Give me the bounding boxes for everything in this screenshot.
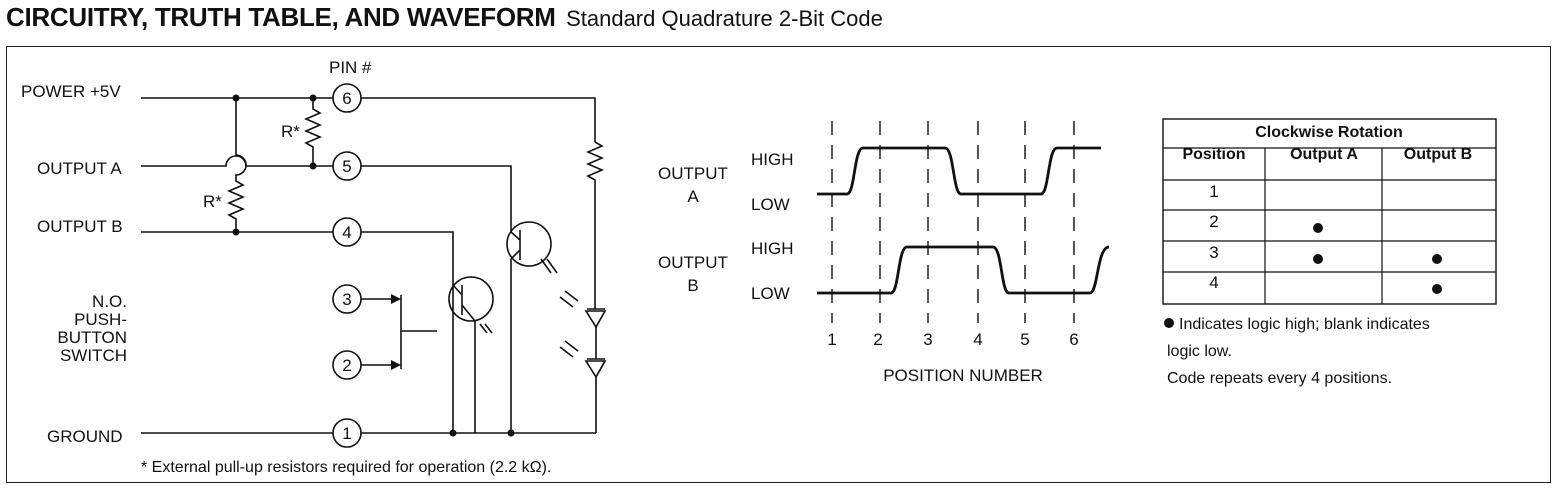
heading: CIRCUITRY, TRUTH TABLE, AND WAVEFORM Sta… xyxy=(6,2,883,38)
logic-high-dot-icon xyxy=(1313,223,1323,233)
logic-high-dot-icon xyxy=(1313,254,1323,264)
table-header-position: Position xyxy=(1182,146,1245,163)
logic-high-dot-icon xyxy=(1432,284,1442,294)
svg-text:3: 3 xyxy=(342,290,351,309)
led-icon xyxy=(584,310,607,379)
position-tick-5: 5 xyxy=(1020,330,1029,349)
pin-4: 4 xyxy=(332,217,362,247)
light-arrow-icon xyxy=(540,258,558,274)
junction-dot xyxy=(232,228,240,236)
waveform-output-a-label-1: OUTPUT xyxy=(658,164,728,183)
svg-text:5: 5 xyxy=(342,157,351,176)
phototransistor-b xyxy=(448,276,494,322)
waveform-a xyxy=(817,146,1101,196)
figure-canvas: PIN # POWER +5V OUTPUT A OUTPUT B N.O. P… xyxy=(21,58,1497,476)
legend-line-3: Code repeats every 4 positions. xyxy=(1167,370,1392,387)
switch-label-line-4: SWITCH xyxy=(60,346,127,365)
resistor-label-a: R* xyxy=(281,122,300,141)
power-label: POWER +5V xyxy=(21,82,121,101)
position-tick-2: 2 xyxy=(873,330,882,349)
svg-text:6: 6 xyxy=(342,89,351,108)
legend-line-1: Indicates logic high; blank indicates xyxy=(1179,316,1430,333)
phototransistor-a-leads xyxy=(510,230,521,433)
pin-1: 1 xyxy=(332,418,362,448)
pin-number-header: PIN # xyxy=(329,58,372,77)
waveform-output-b-label-2: B xyxy=(687,276,698,295)
pin-6: 6 xyxy=(332,83,362,113)
legend-line-2: logic low. xyxy=(1167,343,1232,360)
truth-table: Clockwise Rotation Position Output A Out… xyxy=(1162,118,1497,387)
page-title: CIRCUITRY, TRUTH TABLE, AND WAVEFORM xyxy=(6,2,556,32)
waveform-diagram: OUTPUT A OUTPUT B HIGH LOW HIGH LOW 1 2 … xyxy=(658,121,1110,385)
arrow-icon xyxy=(391,294,401,370)
page-subtitle: Standard Quadrature 2-Bit Code xyxy=(566,6,883,31)
table-caption: Clockwise Rotation xyxy=(1255,124,1403,141)
output-b-line xyxy=(141,231,454,285)
svg-text:4: 4 xyxy=(342,223,351,242)
pushbutton-switch xyxy=(400,295,437,369)
table-border xyxy=(1162,118,1497,305)
table-cell-position: 3 xyxy=(1209,243,1218,262)
pin-5: 5 xyxy=(332,151,362,181)
junction-dot xyxy=(309,162,317,170)
waveform-b xyxy=(817,245,1110,295)
output-a-label: OUTPUT A xyxy=(37,159,122,178)
power-rail xyxy=(141,97,596,142)
resistor-r-a xyxy=(303,98,323,166)
waveform-output-a-label-2: A xyxy=(687,187,699,206)
resistor-label-b: R* xyxy=(203,192,222,211)
table-cell-position: 1 xyxy=(1209,182,1218,201)
waveform-b-high-label: HIGH xyxy=(751,239,794,258)
table-cell-position: 4 xyxy=(1209,273,1218,292)
phototransistor-b-leads xyxy=(452,284,476,433)
phototransistor-a xyxy=(506,221,552,267)
output-a-line xyxy=(141,155,512,232)
footnote: * External pull-up resistors required fo… xyxy=(141,459,551,476)
light-arrow-icon xyxy=(479,323,493,334)
resistor-r-b xyxy=(226,98,247,232)
logic-high-dot-icon xyxy=(1432,254,1442,264)
output-b-label: OUTPUT B xyxy=(37,217,123,236)
position-tick-3: 3 xyxy=(923,330,932,349)
switch-label-line-3: BUTTON xyxy=(57,328,127,347)
switch-contacts xyxy=(361,298,397,366)
waveform-x-label: POSITION NUMBER xyxy=(883,366,1043,385)
figure-frame: PIN # POWER +5V OUTPUT A OUTPUT B N.O. P… xyxy=(6,46,1551,483)
led-resistor xyxy=(585,141,605,309)
pin-2: 2 xyxy=(332,350,362,380)
position-tick-1: 1 xyxy=(827,330,836,349)
circuit-diagram: PIN # POWER +5V OUTPUT A OUTPUT B N.O. P… xyxy=(21,58,607,476)
waveform-a-high-label: HIGH xyxy=(751,150,794,169)
switch-label-line-2: PUSH- xyxy=(74,310,127,329)
table-header-output-a: Output A xyxy=(1290,146,1358,163)
table-header-output-b: Output B xyxy=(1404,146,1472,163)
position-tick-4: 4 xyxy=(973,330,982,349)
switch-label-line-1: N.O. xyxy=(92,292,127,311)
waveform-a-low-label: LOW xyxy=(751,195,790,214)
ground-label: GROUND xyxy=(47,427,123,446)
waveform-b-low-label: LOW xyxy=(751,284,790,303)
pin-3: 3 xyxy=(332,284,362,314)
table-cell-position: 2 xyxy=(1209,212,1218,231)
junction-dot xyxy=(507,429,515,437)
legend-dot-icon xyxy=(1164,318,1174,328)
light-emission-icon xyxy=(559,290,579,358)
waveform-output-b-label-1: OUTPUT xyxy=(658,253,728,272)
position-tick-6: 6 xyxy=(1069,330,1078,349)
svg-text:1: 1 xyxy=(342,424,351,443)
svg-text:2: 2 xyxy=(342,356,351,375)
